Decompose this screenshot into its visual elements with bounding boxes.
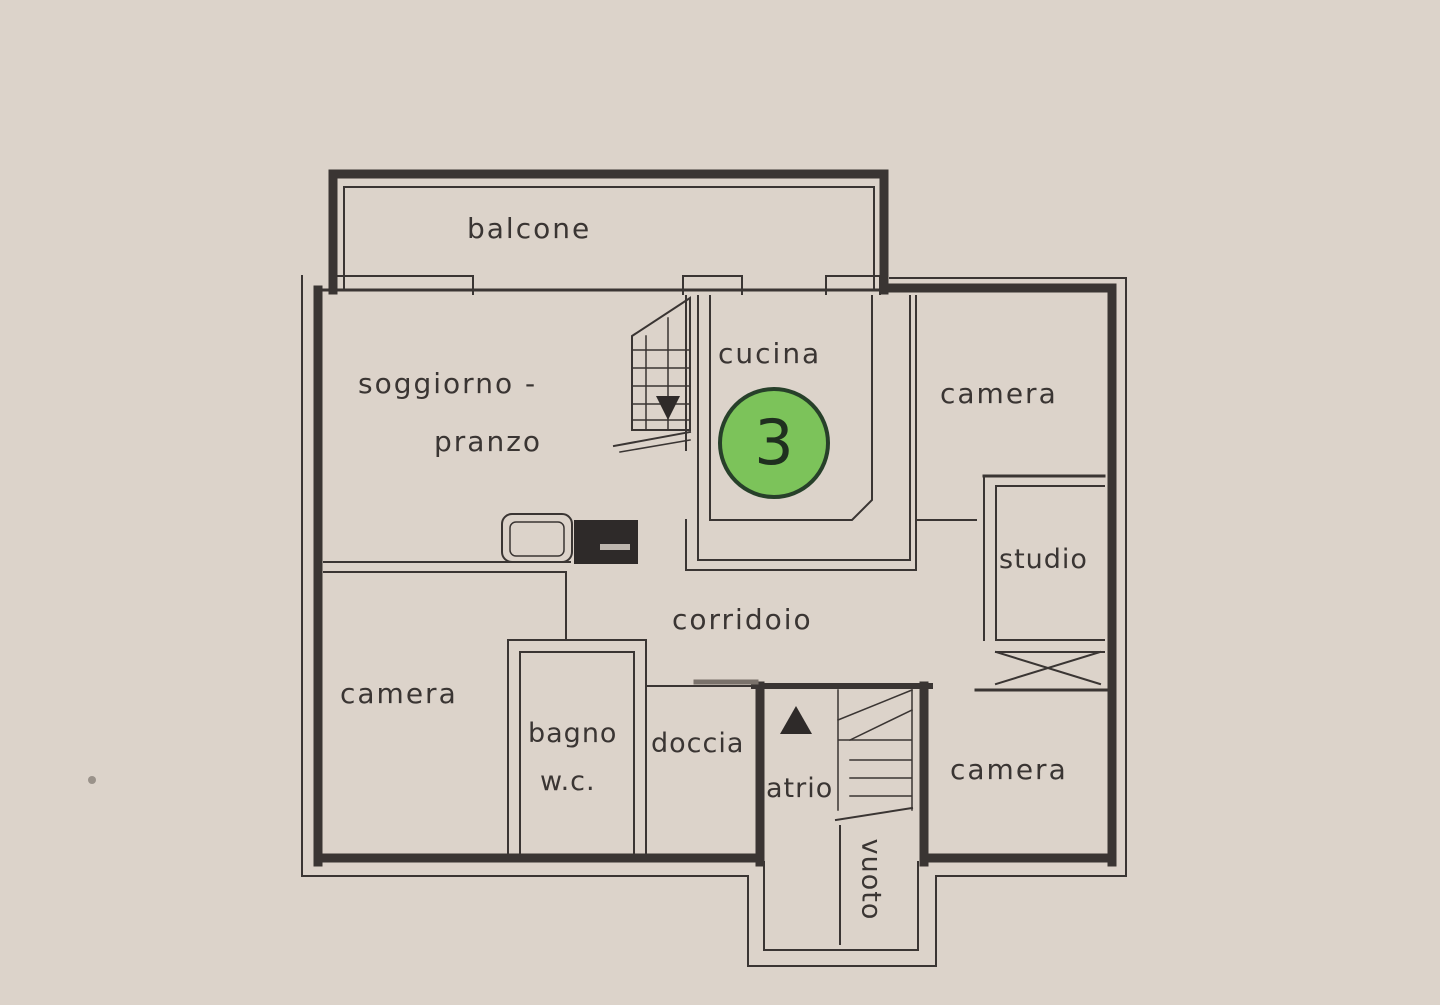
room-label-camera-se: camera — [950, 753, 1068, 786]
room-label-vuoto: vuoto — [855, 838, 887, 921]
room-label-studio: studio — [999, 544, 1088, 575]
room-label-cucina: cucina — [718, 337, 822, 370]
main-wall-east — [885, 283, 1117, 867]
room-label-pranzo: pranzo — [434, 425, 543, 458]
entrance-arrow — [780, 706, 812, 734]
room-label-bagno: bagno — [528, 718, 618, 749]
paper-speck — [88, 776, 96, 784]
room-label-balcone: balcone — [467, 212, 592, 245]
room-label-wc: w.c. — [540, 766, 596, 797]
room-label-doccia: doccia — [651, 728, 745, 759]
unit-number-badge: 3 — [718, 387, 830, 499]
room-label-corridoio: corridoio — [672, 603, 813, 636]
unit-number: 3 — [754, 406, 794, 479]
room-label-soggiorno: soggiorno - — [358, 367, 538, 400]
room-label-camera-w: camera — [340, 677, 458, 710]
balcony-wall — [328, 169, 889, 295]
room-label-camera-ne: camera — [940, 377, 1058, 410]
room-label-atrio: atrio — [766, 773, 834, 804]
outer-outline — [301, 275, 1127, 967]
